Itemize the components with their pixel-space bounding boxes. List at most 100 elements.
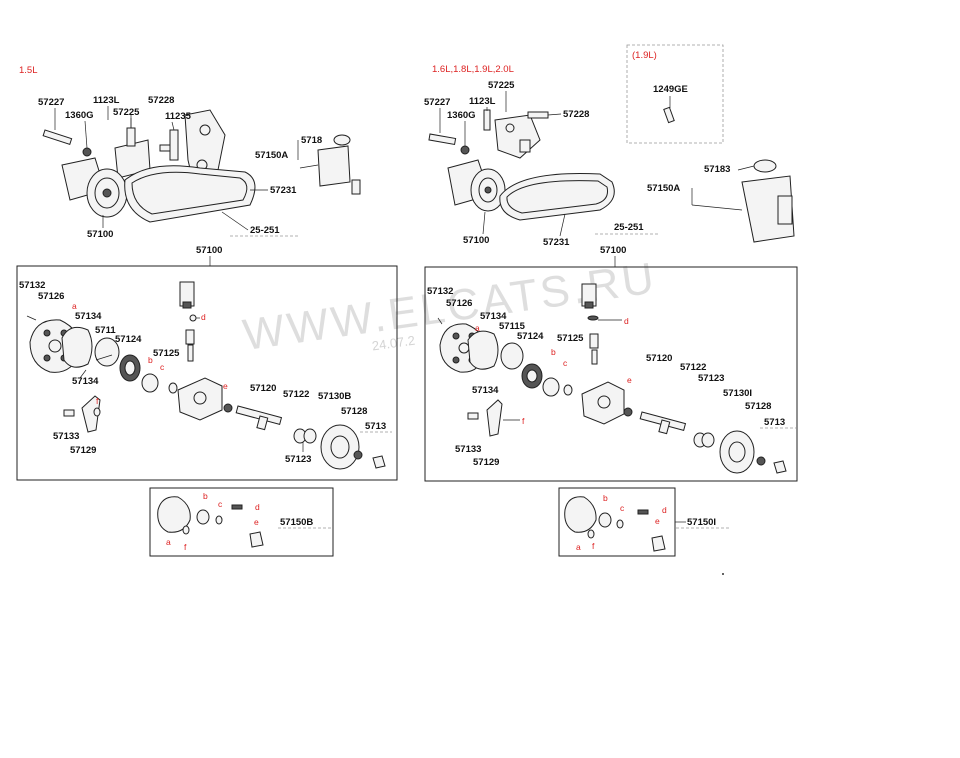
label-5713: 5713 (365, 421, 386, 432)
r-label-25-251: 25-251 (614, 222, 644, 233)
red-d-right: d (624, 316, 629, 326)
inset-1-9l-box (626, 44, 724, 144)
label-1249ge: 1249GE (653, 84, 688, 95)
right-engine-label: 1.6L,1.8L,1.9L,2.0L (432, 64, 514, 75)
r-label-57132: 57132 (427, 286, 453, 297)
label-57134-bottom: 57134 (72, 376, 99, 387)
stray-dot (722, 573, 724, 575)
right-exploded-parts (437, 283, 787, 474)
kit-red-c-left: c (218, 499, 223, 509)
label-57124: 57124 (115, 334, 142, 345)
label-57228: 57228 (148, 95, 174, 106)
red-f-left: f (96, 396, 99, 406)
inset-label: (1.9L) (632, 50, 657, 61)
kit-red-e-right: e (655, 516, 660, 526)
label-11235: 11235 (165, 111, 192, 122)
r-label-57133: 57133 (455, 444, 481, 455)
r-label-57124: 57124 (517, 331, 544, 342)
red-a-right: a (475, 323, 480, 333)
label-57129: 57129 (70, 445, 96, 456)
red-a-left: a (72, 301, 77, 311)
red-c-right: c (563, 358, 568, 368)
r-label-57130: 57130I (723, 388, 752, 399)
kit-red-b-left: b (203, 491, 208, 501)
kit-red-d-right: d (662, 505, 667, 515)
label-57133: 57133 (53, 431, 79, 442)
label-57183: 5718 (301, 135, 322, 146)
r-label-57228: 57228 (563, 109, 589, 120)
left-kit-box (149, 487, 334, 557)
r-label-57115: 57115 (499, 321, 526, 332)
left-kit-parts (157, 496, 264, 548)
red-c-left: c (160, 362, 165, 372)
r-label-57225: 57225 (488, 80, 515, 91)
right-reservoir (691, 159, 795, 243)
r-label-57231: 57231 (543, 237, 570, 248)
label-57227: 57227 (38, 97, 64, 108)
r-label-1123l: 1123L (469, 96, 496, 107)
label-57150a: 57150A (255, 150, 288, 161)
r-label-57125: 57125 (557, 333, 584, 344)
label-1360g: 1360G (65, 110, 94, 121)
red-d-left: d (201, 312, 206, 322)
kit-red-c-right: c (620, 503, 625, 513)
r-label-1360g: 1360G (447, 110, 476, 121)
left-reservoir (297, 134, 361, 195)
kit-red-e-left: e (254, 517, 259, 527)
right-bracket (428, 109, 549, 159)
left-pump (61, 157, 128, 218)
label-57123: 57123 (285, 454, 311, 465)
label-57100-pump: 57100 (87, 229, 113, 240)
label-25-251: 25-251 (250, 225, 280, 236)
red-b-right: b (551, 347, 556, 357)
label-57125: 57125 (153, 348, 180, 359)
kit-red-d-left: d (255, 502, 260, 512)
left-assembly: 1.5L (16, 65, 398, 557)
right-pump (447, 159, 506, 212)
r-label-57150b: 57150I (687, 517, 716, 528)
label-57231: 57231 (270, 185, 297, 196)
kit-red-f-left: f (184, 542, 187, 552)
right-assembly: 1.6L,1.8L,1.9L,2.0L (1.9L) 1249GE (424, 44, 798, 575)
label-57225: 57225 (113, 107, 140, 118)
label-57120: 57120 (250, 383, 276, 394)
label-57126: 57126 (38, 291, 64, 302)
label-57100-header: 57100 (196, 245, 222, 256)
label-57132: 57132 (19, 280, 45, 291)
r-label-57122: 57122 (680, 362, 706, 373)
r-label-57183: 57183 (704, 164, 730, 175)
left-belt-inner (131, 171, 248, 215)
r-label-57150a: 57150A (647, 183, 680, 194)
red-e-left: e (223, 381, 228, 391)
label-57115: 5711 (95, 325, 116, 336)
red-f-right: f (522, 416, 525, 426)
kit-red-b-right: b (603, 493, 608, 503)
right-belt-inner (506, 180, 608, 214)
label-1123l: 1123L (93, 95, 120, 106)
label-57128: 57128 (341, 406, 367, 417)
r-label-57134-bottom: 57134 (472, 385, 499, 396)
red-e-right: e (627, 375, 632, 385)
r-label-57126: 57126 (446, 298, 472, 309)
label-57122: 57122 (283, 389, 309, 400)
label-57150b: 57150B (280, 517, 313, 528)
right-exploded-box (424, 266, 798, 482)
label-57134-top: 57134 (75, 311, 102, 322)
r-label-57134-top: 57134 (480, 311, 507, 322)
label-57130b: 57130B (318, 391, 351, 402)
kit-red-a-right: a (576, 542, 581, 552)
left-exploded-box (16, 265, 398, 481)
r-label-57123: 57123 (698, 373, 724, 384)
red-b-left: b (148, 355, 153, 365)
right-kit-parts (564, 496, 666, 552)
left-exploded-parts (26, 281, 386, 470)
r-label-57100-header: 57100 (600, 245, 626, 256)
kit-red-f-right: f (592, 541, 595, 551)
kit-red-a-left: a (166, 537, 171, 547)
r-label-57227: 57227 (424, 97, 450, 108)
r-label-57129: 57129 (473, 457, 499, 468)
r-label-5713: 5713 (764, 417, 785, 428)
left-engine-label: 1.5L (19, 65, 38, 76)
